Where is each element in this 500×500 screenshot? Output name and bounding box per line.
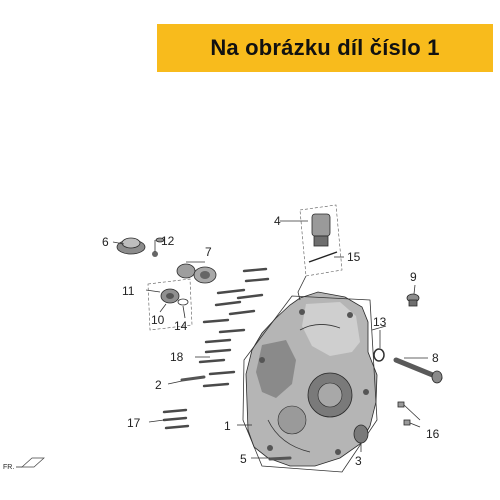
callout-14: 14 (174, 319, 188, 333)
callout-1: 1 (224, 419, 231, 433)
bolt-set (162, 267, 270, 430)
callout-2: 2 (155, 378, 162, 392)
callout-6: 6 (102, 235, 109, 249)
breather-assembly (297, 204, 343, 301)
fr-label: FR. (3, 464, 14, 471)
callout-9: 9 (410, 270, 417, 284)
callout-3: 3 (355, 454, 362, 468)
locating-pin (268, 456, 292, 461)
callout-4: 4 (274, 214, 281, 228)
callout-7: 7 (205, 245, 212, 259)
front-direction-indicator: FR. (3, 457, 45, 471)
part-number-banner: Na obrázku díl číslo 1 (157, 24, 493, 72)
callout-12: 12 (161, 234, 175, 248)
callout-13: 13 (373, 315, 387, 329)
oil-seal (353, 424, 369, 444)
kick-shaft (393, 357, 443, 384)
callout-16: 16 (426, 427, 440, 441)
callout-8: 8 (432, 351, 439, 365)
leader-lines (112, 220, 428, 459)
bearing-pair (176, 263, 217, 284)
callout-15: 15 (347, 250, 361, 264)
callout-18: 18 (170, 350, 184, 364)
stud-bolt (180, 375, 206, 382)
dowel-pins (397, 401, 411, 426)
callout-17: 17 (127, 416, 141, 430)
oil-plug (406, 293, 420, 307)
callout-5: 5 (240, 452, 247, 466)
crankcase-cover (245, 291, 378, 467)
callout-11: 11 (122, 284, 135, 298)
drive-pulley-parts (116, 237, 165, 257)
seal-assembly (147, 278, 193, 331)
callout-labels: 1 2 3 4 5 6 7 8 9 10 11 12 13 14 15 16 1… (102, 214, 440, 468)
banner-text: Na obrázku díl číslo 1 (210, 35, 440, 60)
o-ring (373, 348, 385, 362)
callout-10: 10 (151, 313, 165, 327)
